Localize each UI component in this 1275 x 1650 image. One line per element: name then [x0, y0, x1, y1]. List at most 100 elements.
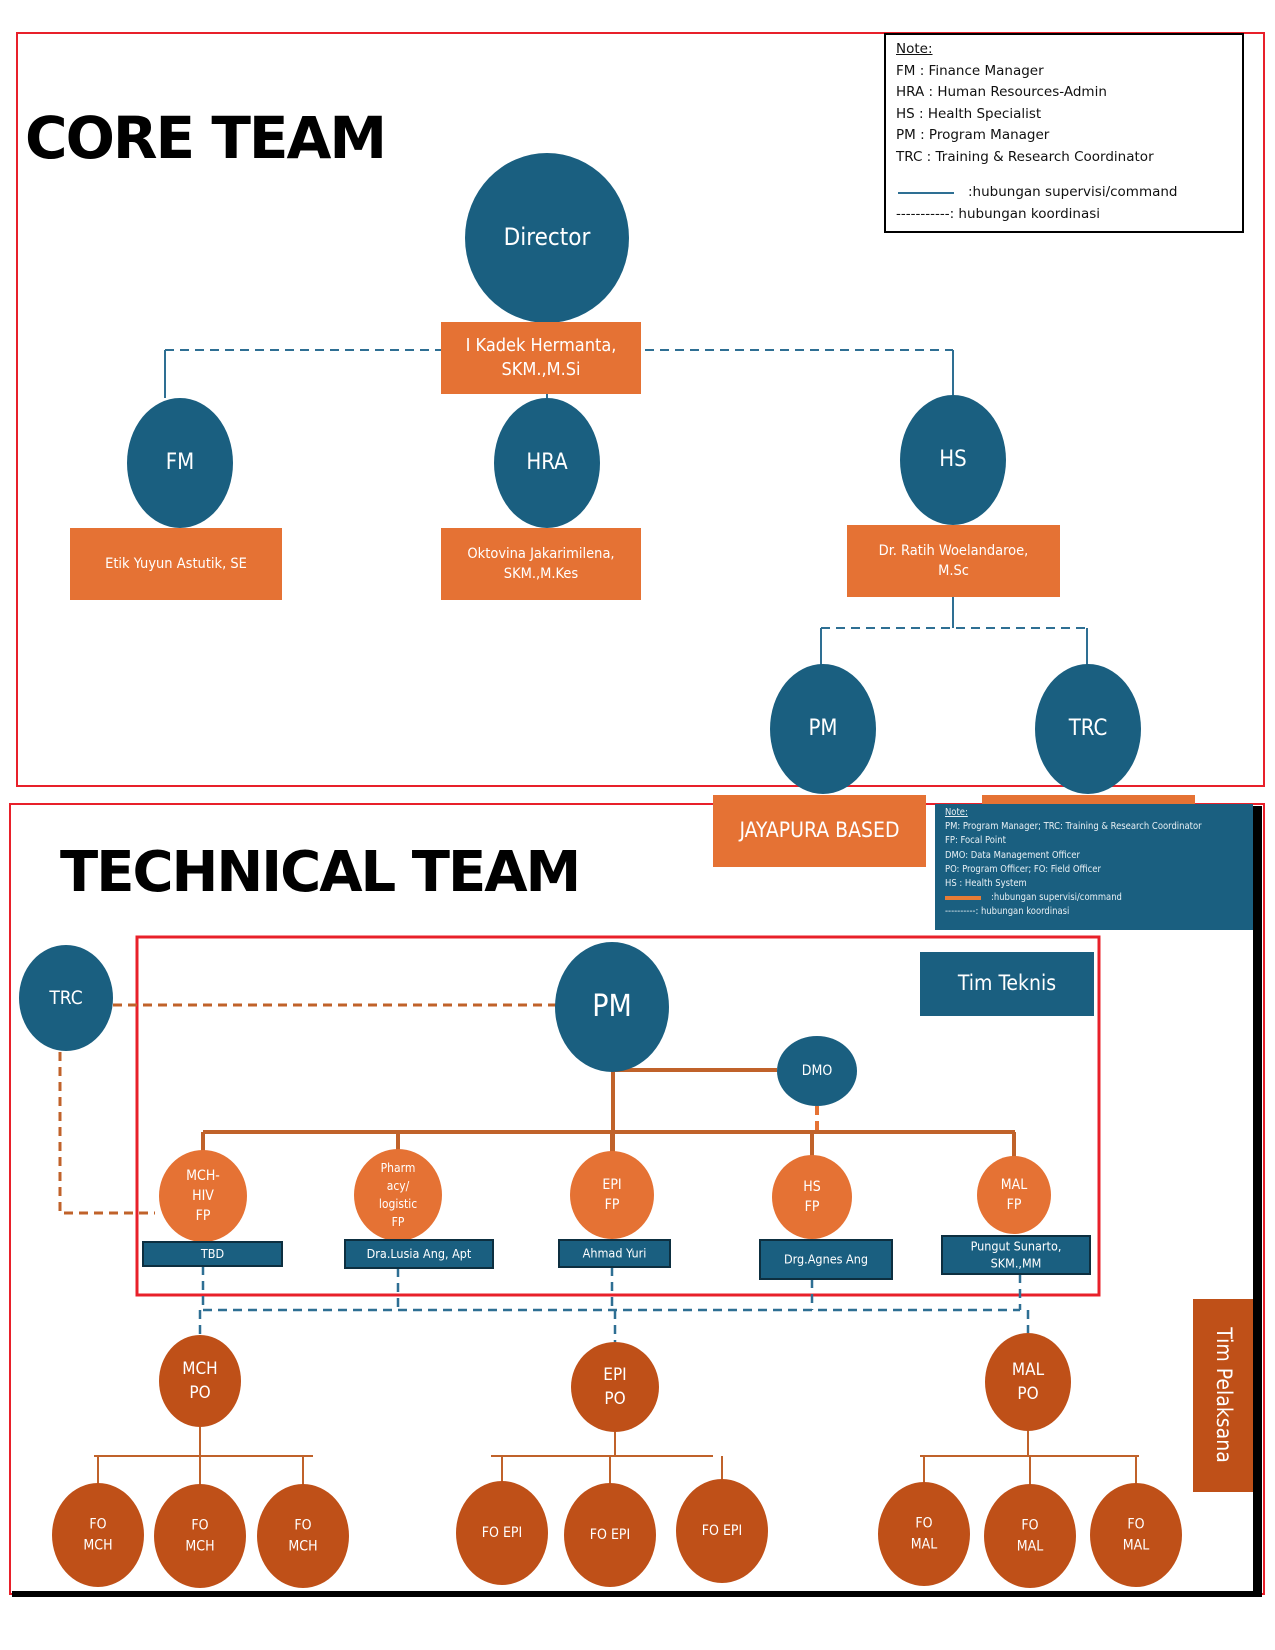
tech-trc-node[interactable]: TRC [19, 945, 113, 1051]
hs-node-shape [900, 395, 1006, 525]
program-officer-node-label: MCH PO [182, 1359, 217, 1403]
field-officer-node[interactable]: FO MCH [257, 1484, 349, 1588]
hra-node-label: HRA [526, 450, 568, 475]
hra-node[interactable]: HRA [494, 398, 600, 528]
tech-pm-node[interactable]: PM [555, 942, 669, 1072]
field-officer-node-shape [154, 1484, 246, 1588]
legend-dashed-line: -----------: hubungan koordinasi [896, 204, 1232, 226]
program-officer-node[interactable]: MCH PO [159, 1335, 241, 1427]
pm-node[interactable]: PM [770, 664, 876, 794]
focal-point-node-label-line: MAL [1001, 1177, 1028, 1193]
fm-node-label-line: FM [166, 450, 194, 475]
focal-point-name-box-label-line: TBD [200, 1246, 224, 1261]
field-officer-node-shape [878, 1482, 970, 1586]
dmo-node[interactable]: DMO [777, 1036, 857, 1106]
legend-item: DMO: Data Management Officer [945, 849, 1080, 861]
program-officer-node-label-line: MAL [1012, 1360, 1045, 1380]
hs-node[interactable]: HS [900, 395, 1006, 525]
field-officer-node-label-line: FO EPI [482, 1525, 522, 1541]
director-name-box-label-line: I Kadek Hermanta, [466, 335, 617, 356]
legend-solid-line: :hubungan supervisi/command [896, 182, 1232, 204]
tim-teknis-label-label: Tim Teknis [957, 971, 1056, 995]
hs-name-box: Dr. Ratih Woelandaroe, M.Sc [847, 525, 1060, 597]
director-node-label: Director [504, 223, 591, 251]
program-officer-node-label-line: EPI [603, 1365, 626, 1385]
field-officer-node-shape [676, 1479, 768, 1583]
field-officer-node[interactable]: FO EPI [456, 1481, 548, 1585]
tim-teknis-label: Tim Teknis [920, 952, 1094, 1016]
pm-dmo-connector [611, 1068, 777, 1072]
focal-point-name-box: Ahmad Yuri [558, 1239, 671, 1268]
director-name-box-label-line: SKM.,M.Si [501, 359, 580, 380]
legend-dashed-label: -----------: hubungan koordinasi [896, 205, 1101, 222]
focal-point-node-shape [977, 1156, 1051, 1234]
field-officer-node-label-line: FO [294, 1518, 311, 1534]
director-name-box-shape [441, 322, 641, 394]
hs-node-label-line: HS [939, 447, 966, 472]
field-officer-node-label-line: MCH [288, 1539, 317, 1555]
field-officer-node-label-line: FO [191, 1518, 208, 1534]
trc-node[interactable]: TRC [1035, 664, 1141, 794]
tim-pelaksana-text: Tim Pelaksana [1212, 1326, 1236, 1463]
field-officer-node[interactable]: FO EPI [564, 1483, 656, 1587]
fm-node[interactable]: FM [127, 398, 233, 528]
field-officer-node-label-line: FO [915, 1516, 932, 1532]
director-name-box-label: I Kadek Hermanta, SKM.,M.Si [466, 335, 617, 380]
fm-node-label: FM [166, 450, 194, 475]
field-officer-node-label: FO EPI [590, 1527, 630, 1543]
field-officer-node-shape [564, 1483, 656, 1587]
technical-team-legend: Note: PM: Program Manager; TRC: Training… [935, 804, 1253, 930]
tech-trc-node-shape [19, 945, 113, 1051]
tim-teknis-label-shape [920, 952, 1094, 1016]
legend-item: PM : Program Manager [896, 127, 1050, 143]
focal-point-name-box-shape [759, 1239, 893, 1280]
legend-item: HS : Health System [945, 878, 1027, 890]
legend-item: PO: Program Officer; FO: Field Officer [945, 863, 1101, 875]
legend-item: HRA : Human Resources-Admin [896, 84, 1107, 100]
focal-point-name-box-label-line: Dra.Lusia Ang, Apt [367, 1246, 472, 1261]
director-name-box: I Kadek Hermanta, SKM.,M.Si [441, 322, 641, 394]
tim-teknis-label-label-line: Tim Teknis [957, 971, 1056, 995]
tech-pm-node-shape [555, 942, 669, 1072]
trc-mch-coordination-line [58, 1052, 155, 1215]
hra-name-box-label: Oktovina Jakarimilena,SKM.,M.Kes [467, 546, 614, 582]
hs-name-box-label-line: M.Sc [938, 563, 969, 579]
technical-team-title: TECHNICAL TEAM [60, 840, 579, 905]
field-officer-node-label: FO EPI [482, 1525, 522, 1541]
focal-point-node-shape [570, 1151, 654, 1239]
fm-name-box: Etik Yuyun Astutik, SE [70, 528, 282, 600]
program-officer-node-label-line: MCH [182, 1359, 217, 1379]
pm-node-label: PM [808, 716, 837, 741]
focal-point-node-label-line: MCH- [186, 1168, 220, 1184]
program-officer-node-label-line: PO [189, 1383, 210, 1403]
legend-solid-label: :hubungan supervisi/command [968, 184, 1178, 200]
field-officer-node-shape [52, 1483, 144, 1587]
focal-point-node-label-line: FP [605, 1197, 620, 1213]
field-officer-node-label-line: FO EPI [590, 1527, 630, 1543]
legend-dashed-line: ----------: hubungan koordinasi [945, 905, 1243, 919]
field-officer-node[interactable]: FO EPI [676, 1479, 768, 1583]
field-officer-node-label: FO MCH [288, 1518, 317, 1555]
legend-item: HS : Health Specialist [896, 105, 1042, 122]
hs-name-box-label-line: Dr. Ratih Woelandaroe, [879, 543, 1029, 559]
frame-shadow-right [1253, 806, 1262, 1596]
director-node[interactable]: Director [465, 153, 629, 323]
